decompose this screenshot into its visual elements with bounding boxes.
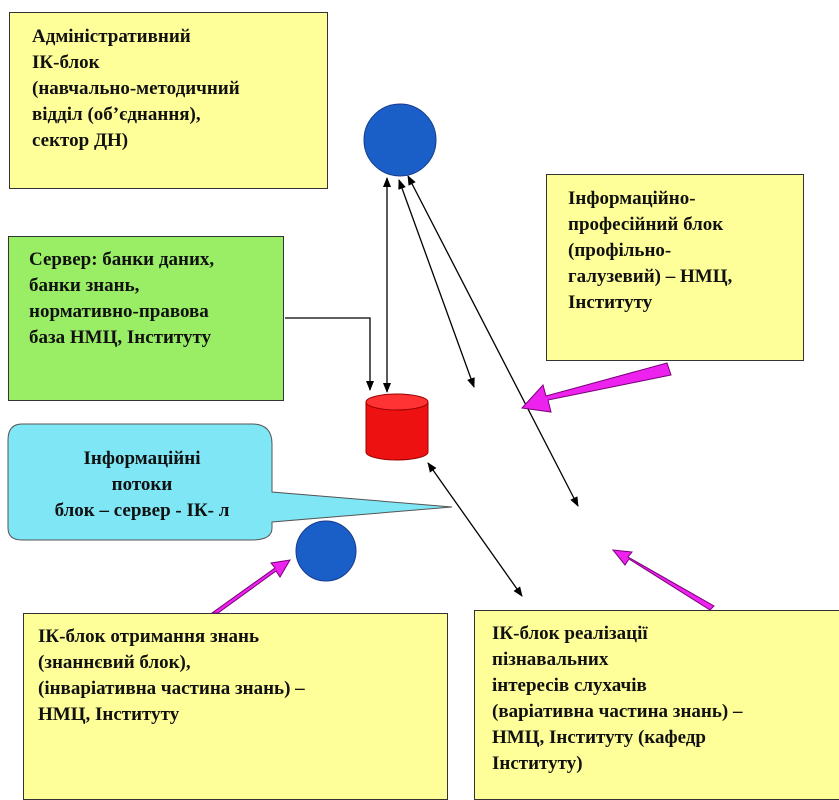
magenta-arrow-professional xyxy=(520,362,672,413)
database-icon xyxy=(365,393,429,461)
server-block: Сервер: банки даних, банки знань, нормат… xyxy=(8,236,284,401)
admin-ik-block: Адміністративний ІК-блок (навчально-мето… xyxy=(9,12,328,189)
server-db-arrow xyxy=(285,317,374,391)
knowledge-ik-block: ІК-блок отримання знань (знаннєвий блок)… xyxy=(23,613,448,800)
db-interests-arrow xyxy=(427,462,523,597)
professional-info-block: Інформаційно- професійний блок (профільн… xyxy=(546,174,804,361)
magenta-arrow-knowledge xyxy=(210,559,291,614)
node-flow-arrow-2 xyxy=(407,175,579,507)
knowledge-node-circle xyxy=(295,520,357,582)
magenta-arrow-interests xyxy=(611,549,715,611)
admin-node-circle xyxy=(363,103,437,177)
interests-ik-block: ІК-блок реалізації пізнавальних інтересі… xyxy=(474,610,839,800)
info-flows-callout-text: Інформаційні потоки блок – сервер - ІК- … xyxy=(54,448,230,521)
